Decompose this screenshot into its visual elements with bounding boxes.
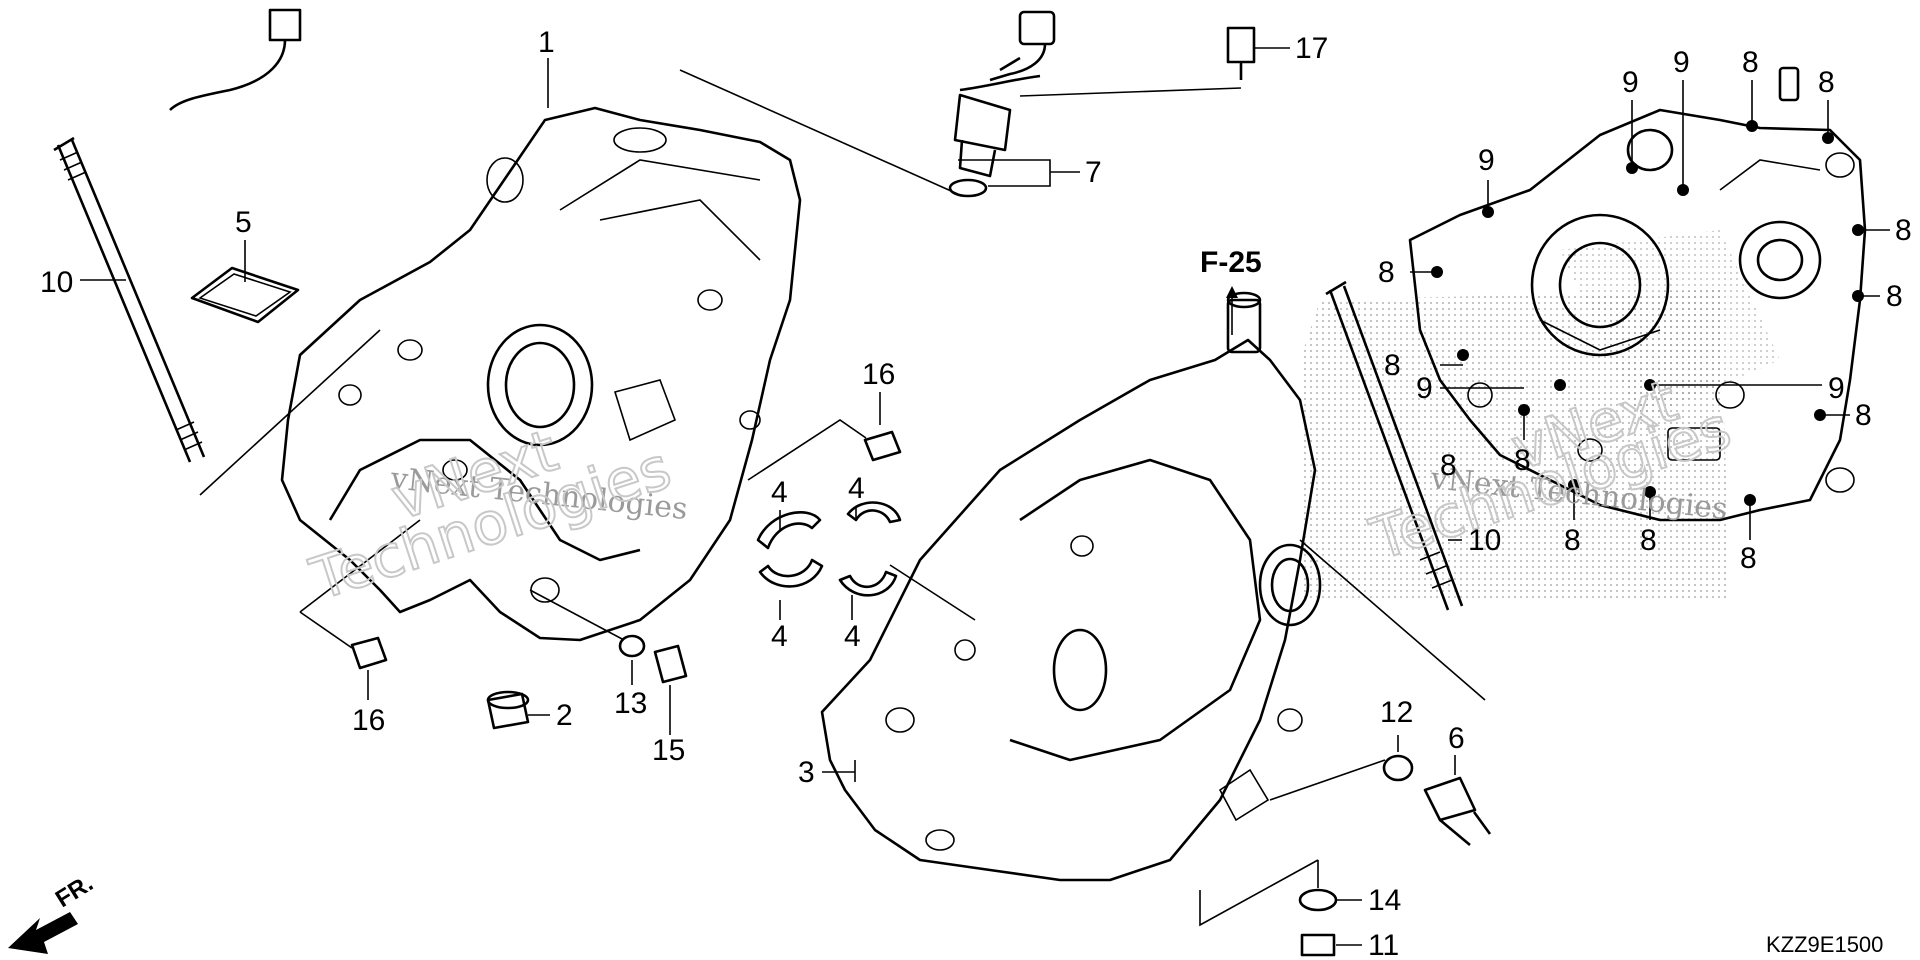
callout-4-d: 4 — [844, 620, 861, 653]
callout-7: 7 — [1085, 156, 1102, 189]
callout-17: 17 — [1295, 32, 1328, 65]
callout-9-e: 9 — [1828, 372, 1845, 405]
callout-6: 6 — [1448, 722, 1465, 755]
reference-label: F-25 — [1200, 246, 1262, 279]
callout-1: 1 — [538, 26, 555, 59]
callout-10-right: 10 — [1468, 524, 1501, 557]
right-crankcase — [820, 291, 1322, 882]
callout-8-e: 8 — [1886, 280, 1903, 313]
small-fasteners — [1298, 754, 1492, 957]
callout-8-d: 8 — [1895, 214, 1912, 247]
callout-8-c: 8 — [1818, 66, 1835, 99]
fr-label: FR. — [51, 870, 98, 913]
callout-2: 2 — [556, 699, 573, 732]
fr-arrow-icon — [8, 912, 78, 954]
front-direction-arrow: FR. — [8, 870, 98, 954]
dowel-pins — [350, 430, 902, 670]
callout-10-left: 10 — [40, 266, 73, 299]
callout-9-a: 9 — [1478, 144, 1495, 177]
callout-9-d: 9 — [1416, 372, 1433, 405]
callout-16-lower: 16 — [352, 704, 385, 737]
callout-8-j: 8 — [1384, 349, 1401, 382]
sensor-assembly — [169, 8, 1256, 198]
crank-bearings — [756, 501, 902, 597]
stud-bolt-left — [53, 136, 206, 463]
callout-8-k: 8 — [1514, 444, 1531, 477]
drain-plug-and-seals — [486, 634, 688, 730]
callout-8-f: 8 — [1855, 399, 1872, 432]
stud-bolt-right — [1325, 280, 1464, 611]
leader-lines — [80, 47, 1890, 946]
left-crankcase — [280, 106, 802, 642]
callout-4-c: 4 — [771, 620, 788, 653]
callout-3: 3 — [798, 756, 815, 789]
callout-8-a: 8 — [1378, 256, 1395, 289]
stipple-shading — [1300, 230, 1780, 600]
callout-15: 15 — [652, 734, 685, 767]
callout-9-b: 9 — [1622, 66, 1639, 99]
callout-9-c: 9 — [1673, 46, 1690, 79]
callout-8-l: 8 — [1440, 449, 1457, 482]
callout-4-b: 4 — [848, 472, 865, 505]
callout-14: 14 — [1368, 884, 1401, 917]
callout-16-upper: 16 — [862, 358, 895, 391]
diagram-code: KZZ9E1500 — [1766, 932, 1883, 957]
callout-4-a: 4 — [771, 476, 788, 509]
callout-8-i: 8 — [1564, 524, 1581, 557]
callout-13: 13 — [614, 687, 647, 720]
callout-5: 5 — [235, 206, 252, 239]
callout-12: 12 — [1380, 696, 1413, 729]
callout-8-b: 8 — [1742, 46, 1759, 79]
callout-8-h: 8 — [1640, 524, 1657, 557]
crankcase-cover — [1408, 66, 1867, 522]
callout-11: 11 — [1368, 929, 1399, 960]
oil-strainer-screen — [190, 266, 300, 324]
callout-numbers: 1 5 10 16 16 4 4 4 4 2 13 15 7 17 F-25 3… — [40, 26, 1912, 960]
callout-8-g: 8 — [1740, 542, 1757, 575]
